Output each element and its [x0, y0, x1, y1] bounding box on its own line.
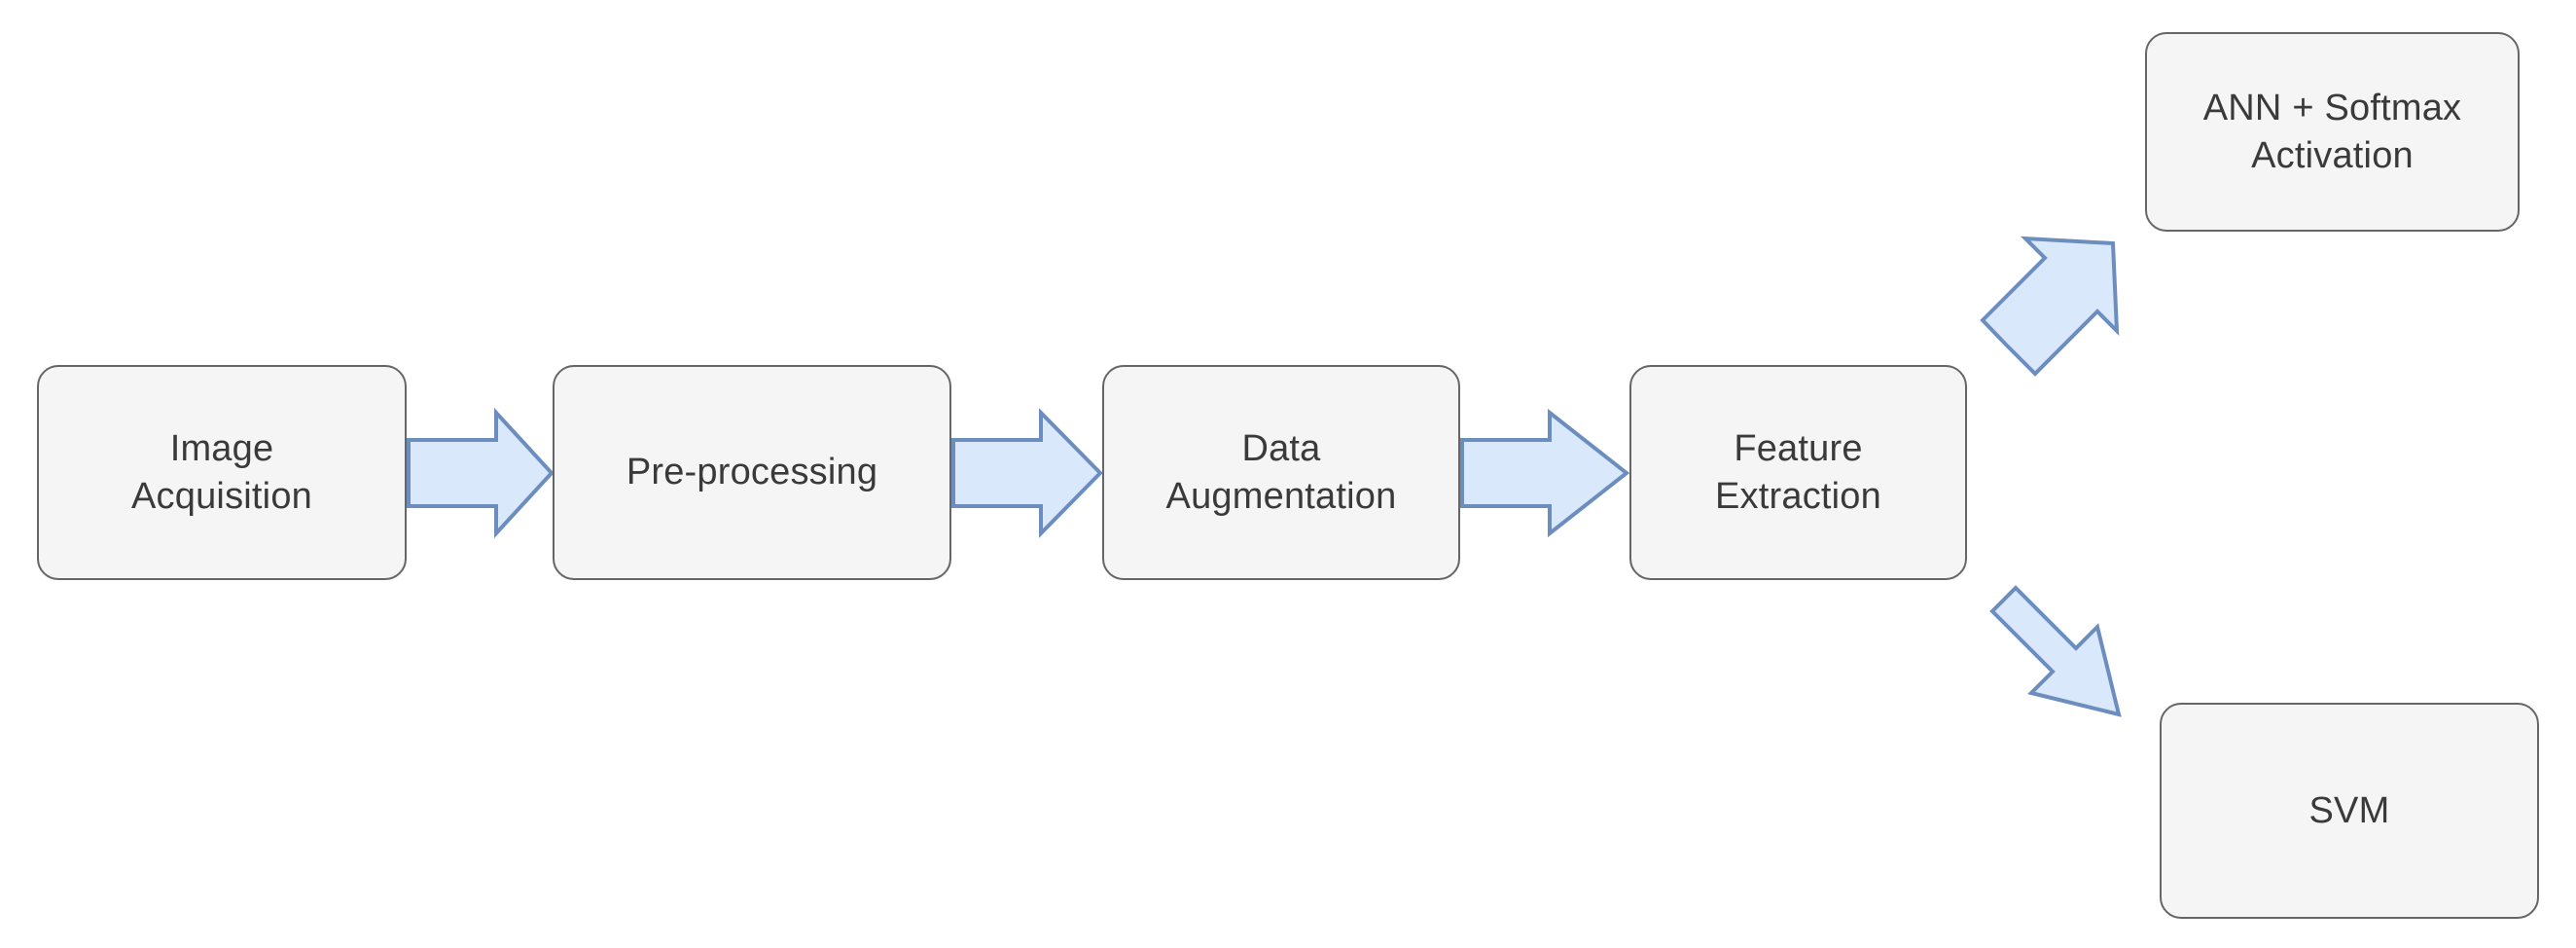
node-feature-extraction[interactable]: Feature Extraction: [1629, 365, 1967, 580]
arrow-acquisition-to-preprocessing: [407, 407, 555, 539]
arrow-preprocessing-to-augmentation: [951, 408, 1103, 538]
node-image-acquisition[interactable]: Image Acquisition: [37, 365, 407, 580]
arrow-augmentation-to-extraction: [1460, 408, 1630, 538]
arrow-extraction-to-ann: [1980, 236, 2120, 377]
node-label-pre-processing: Pre-processing: [626, 452, 878, 493]
node-data-augmentation[interactable]: Data Augmentation: [1102, 365, 1460, 580]
arrow-extraction-to-svm: [1989, 585, 2122, 717]
node-label-feature-extraction: Feature Extraction: [1715, 427, 1881, 517]
node-label-svm: SVM: [2308, 789, 2390, 831]
node-pre-processing[interactable]: Pre-processing: [553, 365, 951, 580]
node-label-ann-softmax-activation: ANN + Softmax Activation: [2202, 87, 2462, 176]
node-label-image-acquisition: Image Acquisition: [131, 427, 312, 517]
node-svm[interactable]: SVM: [2160, 703, 2539, 919]
node-label-data-augmentation: Data Augmentation: [1165, 427, 1397, 517]
node-ann-softmax-activation[interactable]: ANN + Softmax Activation: [2145, 32, 2520, 232]
